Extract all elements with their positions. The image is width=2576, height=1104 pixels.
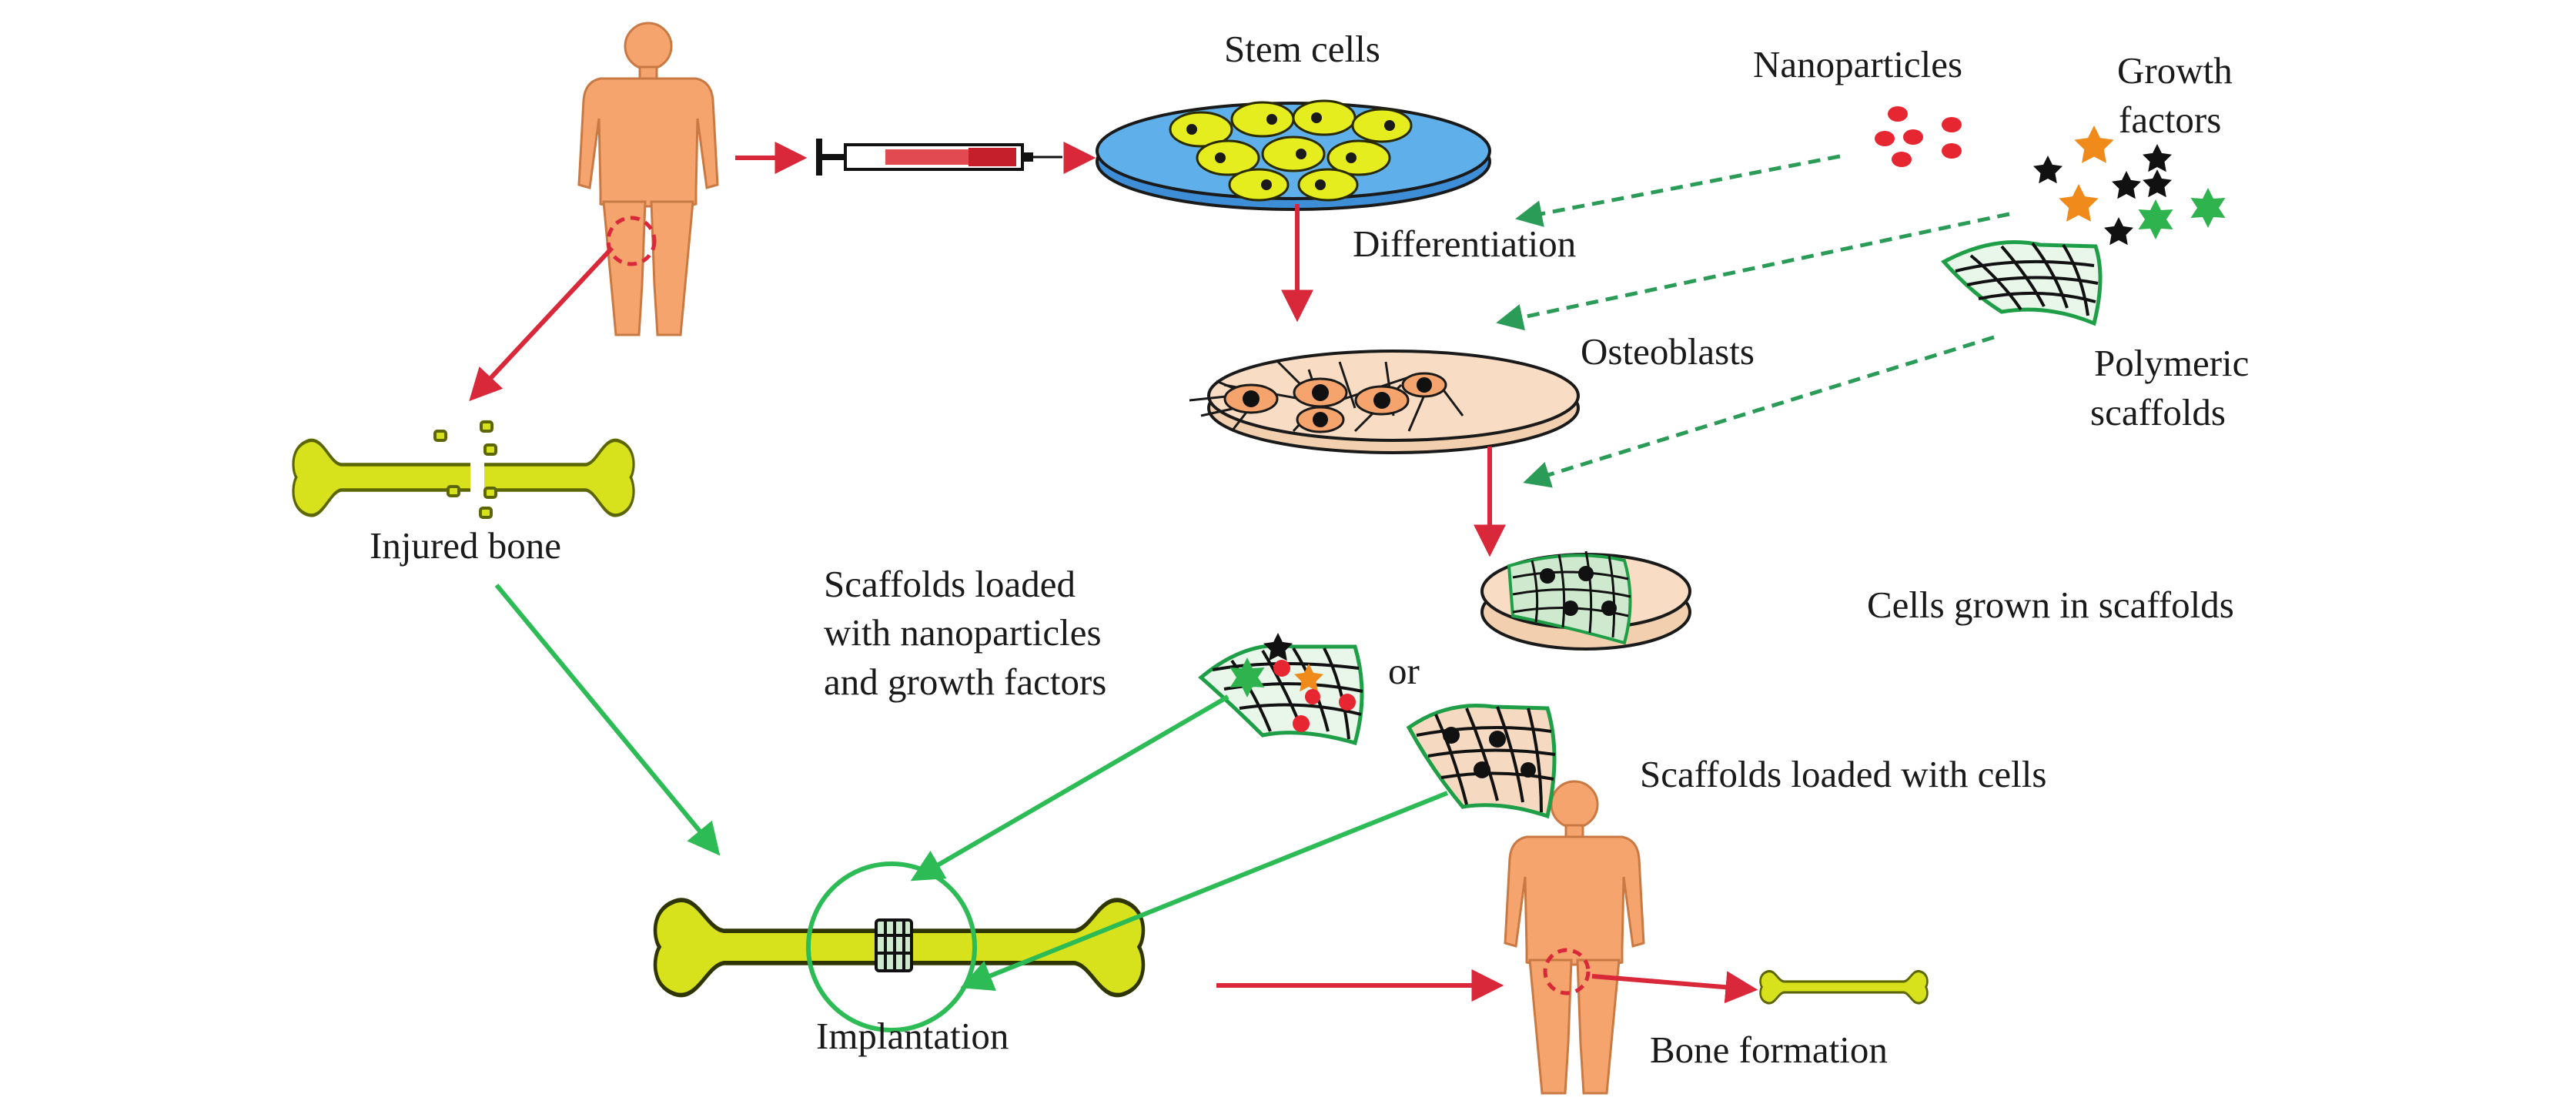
label-loaded-2: with nanoparticles — [824, 611, 1102, 654]
label-bone-formation: Bone formation — [1650, 1029, 1888, 1071]
label-nanoparticles: Nanoparticles — [1753, 43, 1962, 85]
arrow-human-to-injured-bone — [469, 246, 614, 402]
recipient-human-figure — [1504, 780, 1645, 1095]
stem-cell — [1297, 168, 1359, 202]
nanoparticles-icon — [1875, 106, 1962, 167]
label-growth-factors-1: Growth — [2117, 49, 2233, 92]
label-loaded-cells: Scaffolds loaded with cells — [1640, 753, 2046, 795]
growth-factors-icon — [2033, 125, 2226, 246]
regenerated-bone-icon — [1758, 969, 1929, 1005]
implantation-site-circle — [806, 861, 977, 1032]
implanted-scaffold — [875, 918, 913, 972]
arrow-cell-scaffold-to-implant — [960, 791, 1449, 992]
scaffold-with-nanoparticles-icon — [1198, 633, 1364, 746]
label-or: or — [1388, 650, 1420, 692]
labels: Stem cells Nanoparticles Growth factors … — [370, 28, 2249, 1071]
label-loaded-3: and growth factors — [824, 661, 1106, 703]
label-differentiation: Differentiation — [1353, 222, 1576, 265]
arrow-np-scaffold-to-implant — [910, 694, 1229, 882]
arrow-injured-bone-to-implantation — [494, 584, 721, 856]
donor-human-figure — [577, 22, 719, 336]
red-process-arrows — [469, 142, 1758, 1004]
label-implantation: Implantation — [816, 1015, 1009, 1057]
stem-cell — [1169, 111, 1233, 148]
polymeric-scaffold-icon — [1941, 240, 2103, 326]
stem-cell — [1228, 168, 1290, 202]
stem-cell — [1261, 135, 1326, 172]
stem-cell — [1351, 108, 1413, 143]
dashed-input-arrows — [1496, 154, 2010, 488]
stem-cell-dish — [1096, 99, 1491, 211]
harvest-site-circle — [606, 216, 657, 266]
bone-fragments — [433, 420, 497, 519]
arrow-formation-to-new-bone — [1591, 971, 1758, 1004]
label-stem-cells: Stem cells — [1224, 28, 1380, 70]
implant-site-circle — [1543, 948, 1591, 995]
arrow-growthfactors-to-osteoblasts — [1496, 212, 2010, 331]
osteoblast-dish — [1189, 350, 1580, 454]
arrow-nanoparticles-to-differentiation — [1515, 154, 1841, 227]
stem-cell — [1196, 139, 1260, 176]
scaffold-with-cells-icon — [1406, 704, 1557, 819]
stem-cell — [1292, 99, 1357, 136]
arrow-scaffolds-to-cells-grown — [1523, 335, 1995, 488]
label-polymeric-1: Polymeric — [2094, 342, 2249, 384]
fracture-gap — [470, 431, 484, 524]
syringe-icon — [816, 139, 1062, 176]
green-process-arrows — [494, 584, 1449, 992]
label-polymeric-2: scaffolds — [2090, 391, 2226, 433]
label-loaded-1: Scaffolds loaded — [824, 563, 1076, 605]
injured-bone-icon — [293, 440, 634, 516]
label-osteoblasts: Osteoblasts — [1581, 330, 1755, 373]
stem-cell — [1326, 139, 1391, 176]
cells-in-scaffold-dish — [1480, 550, 1691, 651]
stem-cell — [1230, 101, 1295, 138]
label-injured-bone: Injured bone — [370, 524, 561, 567]
label-growth-factors-2: factors — [2119, 99, 2221, 141]
label-cells-grown: Cells grown in scaffolds — [1867, 584, 2234, 626]
